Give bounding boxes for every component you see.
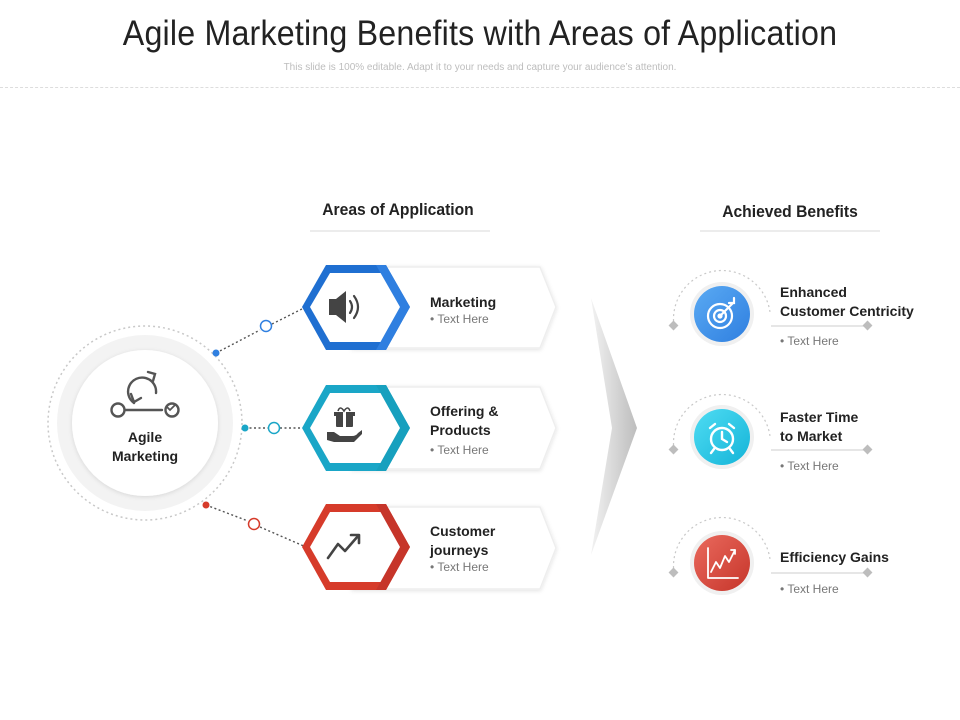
agile-cycle-icon <box>110 370 180 418</box>
agile-marketing-hub <box>47 325 243 521</box>
areas-heading: Areas of Application <box>322 200 474 219</box>
benefit-text-faster-time: • Text Here <box>780 459 839 473</box>
flow-arrow <box>591 298 637 555</box>
connector-marketing <box>212 306 307 357</box>
benefit-title-customer-centricity: Enhanced Customer Centricity <box>780 284 914 319</box>
megaphone-speaker-icon <box>329 291 360 323</box>
area-text-customer-journeys: • Text Here <box>430 560 489 574</box>
area-card-offering <box>302 385 557 471</box>
benefit-title-efficiency: Efficiency Gains <box>780 549 889 565</box>
gift-hand-icon <box>327 407 362 442</box>
connector-customer-journeys <box>202 501 307 548</box>
area-title-offering: Offering & Products <box>430 403 499 438</box>
area-title-customer-journeys: Customer journeys <box>430 523 496 558</box>
benefits-heading: Achieved Benefits <box>722 202 858 221</box>
slide-subtitle: This slide is 100% editable. Adapt it to… <box>283 62 677 73</box>
benefit-text-efficiency: • Text Here <box>780 582 839 596</box>
trend-up-icon <box>326 533 361 560</box>
benefit-title-faster-time: Faster Time to Market <box>780 409 859 444</box>
area-card-customer-journeys <box>302 504 557 590</box>
area-card-marketing <box>302 265 557 350</box>
connector-offering <box>241 421 305 435</box>
area-text-marketing: • Text Here <box>430 312 489 326</box>
slide-title: Agile Marketing Benefits with Areas of A… <box>122 14 838 53</box>
area-title-marketing: Marketing <box>430 294 497 310</box>
area-text-offering: • Text Here <box>430 443 489 457</box>
header-divider <box>0 87 960 88</box>
growth-chart-icon <box>707 547 739 579</box>
target-icon <box>706 296 736 330</box>
hub-label: Agile Marketing <box>111 429 179 464</box>
benefit-text-customer-centricity: • Text Here <box>780 334 839 348</box>
alarm-clock-icon <box>708 422 736 455</box>
